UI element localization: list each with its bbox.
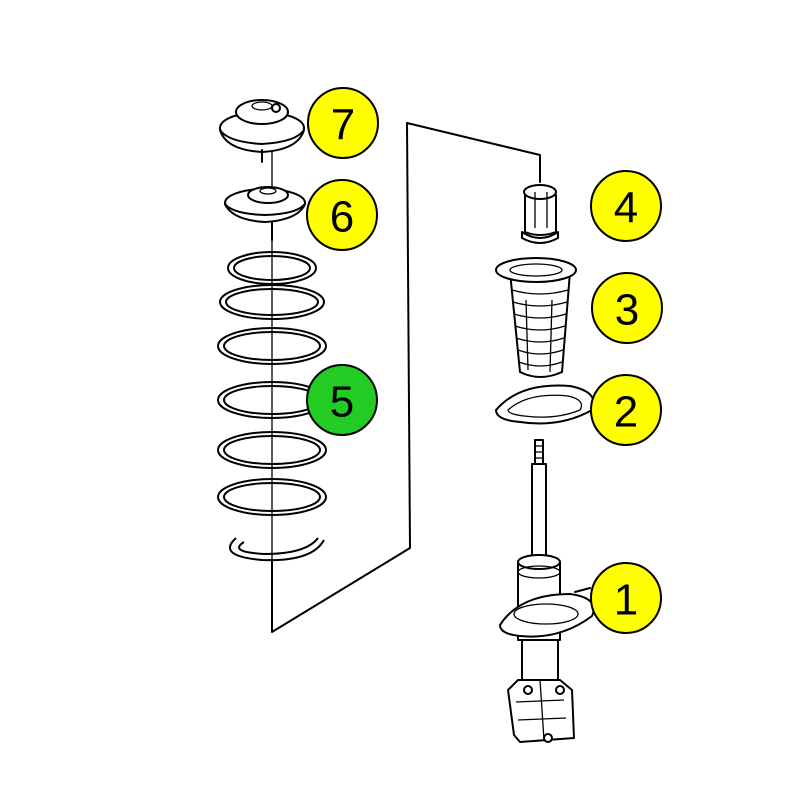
callout-7[interactable]: 7 (307, 87, 379, 159)
callout-3[interactable]: 3 (591, 272, 663, 344)
dust-boot-part (495, 257, 577, 378)
callout-5-circle (306, 364, 378, 436)
strut-part (499, 439, 595, 743)
callout-7-circle (307, 87, 379, 159)
callout-4-circle (590, 170, 662, 242)
upper-spring-seat-part (224, 186, 306, 241)
callout-1-label: 1 (614, 576, 638, 625)
callout-5-label: 5 (330, 378, 354, 427)
callout-2-circle (590, 374, 662, 446)
callout-3-label: 3 (615, 286, 639, 335)
callout-5[interactable]: 5 (306, 364, 378, 436)
callout-1-circle (590, 562, 662, 634)
callout-6-circle (306, 179, 378, 251)
callout-4-label: 4 (614, 184, 638, 233)
callout-4[interactable]: 4 (590, 170, 662, 242)
callout-1[interactable]: 1 (590, 562, 662, 634)
callout-2-label: 2 (614, 388, 638, 437)
callout-7-label: 7 (331, 101, 355, 150)
callout-6[interactable]: 6 (306, 179, 378, 251)
callout-6-label: 6 (330, 193, 354, 242)
callout-3-circle (591, 272, 663, 344)
assembly-connector-line (271, 122, 541, 633)
callout-2[interactable]: 2 (590, 374, 662, 446)
top-mount-part (219, 99, 305, 163)
spring-seat-insulator-part (495, 384, 595, 425)
bump-stop-part (521, 184, 559, 244)
